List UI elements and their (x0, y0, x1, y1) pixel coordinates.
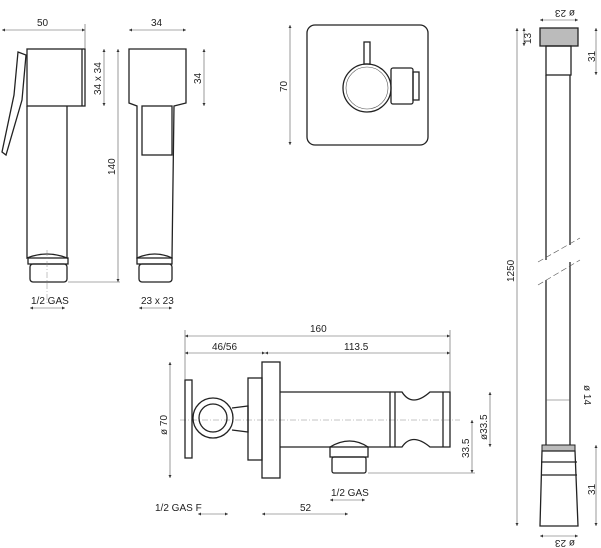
wall-valve-front-view: 70 (279, 24, 429, 146)
dim-valve-size: 70 (279, 80, 290, 92)
dim-plate-diameter: ø 70 (159, 415, 170, 435)
dim-inlet-thread: 1/2 GAS F (155, 503, 202, 514)
dim-width: 50 (37, 18, 49, 29)
dim-top-fitting: 31 (587, 50, 598, 62)
dim-hose-bottom-diameter: ø 23 (555, 537, 575, 548)
dim-wall-depth: 46/56 (212, 342, 237, 353)
dim-thread: 1/2 GAS (31, 296, 69, 307)
dim-cap-height: 13 (523, 32, 534, 44)
dim-hose-diameter: ø 14 (581, 385, 592, 405)
dim-front-head: 34 (193, 72, 204, 84)
dim-outlet-position: 52 (300, 503, 312, 514)
dim-length: 140 (107, 158, 118, 175)
hand-shower-side-view: 50 34 x 34 140 1/2 GAS (1, 18, 120, 310)
dim-outlet-offset: 33.5 (461, 438, 472, 458)
dim-hose-length: 1250 (506, 259, 517, 282)
dim-outlet-thread: 1/2 GAS (331, 488, 369, 499)
valve-side-view: 160 46/56 113.5 ø 70 ø33.5 33.5 1/2 GAS … (155, 324, 492, 516)
dim-hose-top-diameter: ø 23 (555, 7, 575, 18)
dim-projection: 113.5 (344, 342, 369, 353)
dim-nozzle: 23 x 23 (141, 296, 174, 307)
dim-head: 34 x 34 (93, 62, 104, 95)
dim-overall: 160 (310, 324, 327, 335)
shower-hose: ø 23 13 31 1250 ø 14 31 ø 23 (506, 7, 598, 548)
hand-shower-front-view: 34 34 23 x 23 (128, 18, 206, 310)
dim-front-width: 34 (151, 18, 163, 29)
dim-bottom-fitting: 31 (587, 483, 598, 495)
dim-knob-diameter: ø33.5 (479, 414, 490, 440)
